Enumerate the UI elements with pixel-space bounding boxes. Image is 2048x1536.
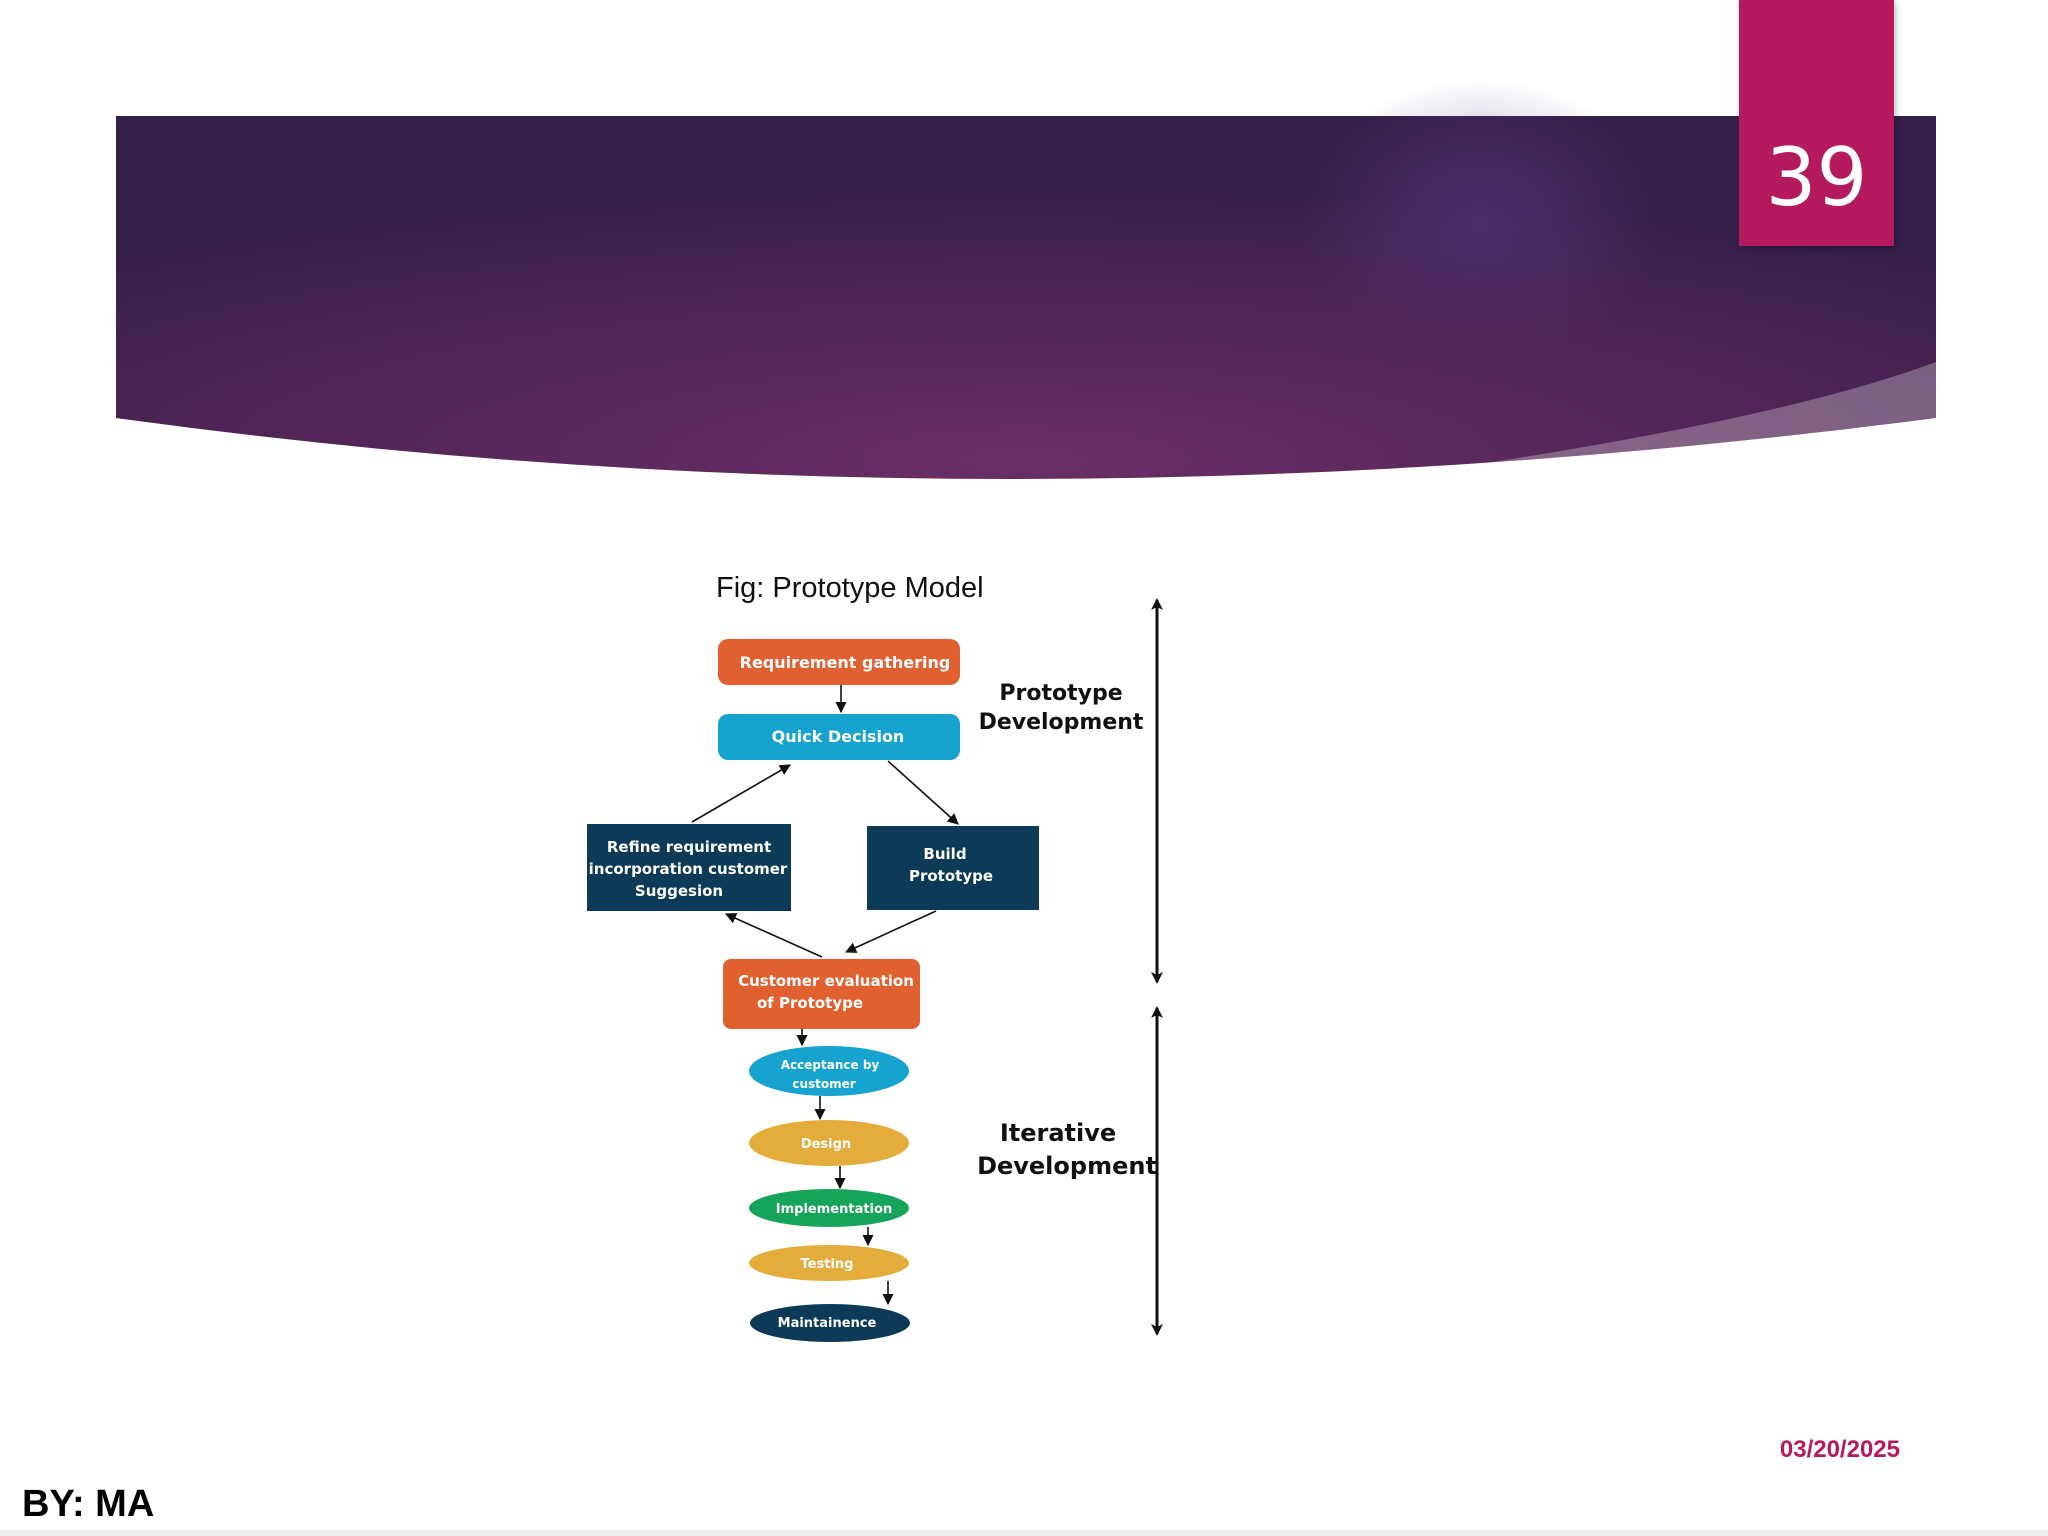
requirement-gathering-label: Requirement gathering — [740, 653, 951, 672]
maintenance-ellipse — [750, 1304, 910, 1342]
arrow-refine-to-decision — [691, 764, 791, 823]
arrow-evaluation-to-refine — [724, 913, 823, 958]
arrow-decision-to-build — [887, 760, 959, 825]
quick-decision-box — [718, 714, 960, 760]
iterative-development-line1: Iterative — [1000, 1119, 1116, 1147]
refine-requirement-line2: incorporation customer — [589, 860, 788, 878]
customer-evaluation-box — [723, 959, 920, 1029]
refine-requirement-line1: Refine requirement — [607, 838, 771, 856]
implementation-label: Implementation — [776, 1202, 892, 1217]
customer-evaluation-line1: Customer evaluation — [738, 972, 914, 990]
acceptance-line1: Acceptance by — [781, 1058, 880, 1072]
requirement-gathering-box — [718, 639, 960, 685]
refine-requirement-line3: Suggesion — [635, 882, 723, 900]
build-prototype-line1: Build — [923, 845, 966, 863]
acceptance-line2: customer — [792, 1077, 855, 1091]
design-ellipse — [749, 1120, 909, 1166]
refine-requirement-box — [587, 824, 791, 911]
slide-author: BY: MA — [22, 1483, 155, 1525]
quick-decision-label: Quick Decision — [772, 727, 905, 746]
figure-caption: Fig: Prototype Model — [716, 572, 984, 604]
slide-number: 39 — [1765, 131, 1868, 224]
testing-label: Testing — [801, 1257, 854, 1272]
maintenance-label: Maintainence — [778, 1316, 877, 1331]
slide-date: 03/20/2025 — [1779, 1436, 1900, 1463]
slide-number-badge: 39 — [1739, 0, 1894, 246]
iterative-development-line2: Development — [977, 1152, 1157, 1180]
build-prototype-line2: Prototype — [909, 867, 993, 885]
prototype-development-line2: Development — [979, 710, 1144, 735]
acceptance-ellipse — [749, 1046, 909, 1096]
prototype-development-line1: Prototype — [999, 681, 1122, 706]
customer-evaluation-line2: of Prototype — [757, 994, 863, 1012]
header-banner — [116, 80, 1936, 479]
bottom-divider — [0, 1530, 2048, 1536]
build-prototype-box — [867, 826, 1039, 910]
design-label: Design — [801, 1137, 851, 1152]
testing-ellipse — [749, 1245, 909, 1281]
arrow-build-to-evaluation — [844, 910, 937, 953]
implementation-ellipse — [749, 1189, 909, 1227]
